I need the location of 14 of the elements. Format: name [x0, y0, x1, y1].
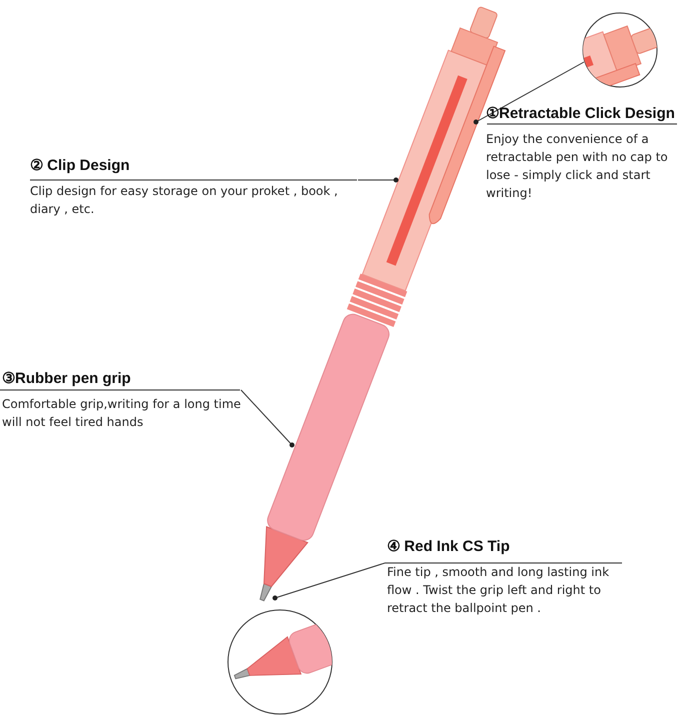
leader-line: [474, 62, 584, 124]
inset-drawing: [228, 610, 332, 714]
callout-description: Comfortable grip,writing for a long time will not feel tired hands: [2, 396, 242, 431]
callout-heading: ④ Red Ink CS Tip: [387, 537, 511, 555]
inset-drawing: [582, 12, 658, 88]
callout-heading: ③Rubber pen grip: [2, 369, 132, 387]
callout-description: Clip design for easy storage on your proket , book , diary , etc.: [30, 183, 339, 218]
leader-line: [358, 178, 398, 182]
callout-heading: ② Clip Design: [30, 156, 131, 174]
leader-line: [272, 562, 386, 600]
callout-heading: ①Retractable Click Design: [486, 104, 676, 122]
callout-description: Enjoy the convenience of a retractable pen with no cap to lose - simply click and start writing!: [486, 131, 669, 202]
leader-line: [240, 390, 294, 448]
callout-description: Fine tip , smooth and long lasting ink flow . Twist the grip left and right to retract the ballpoint pen .: [387, 564, 610, 617]
